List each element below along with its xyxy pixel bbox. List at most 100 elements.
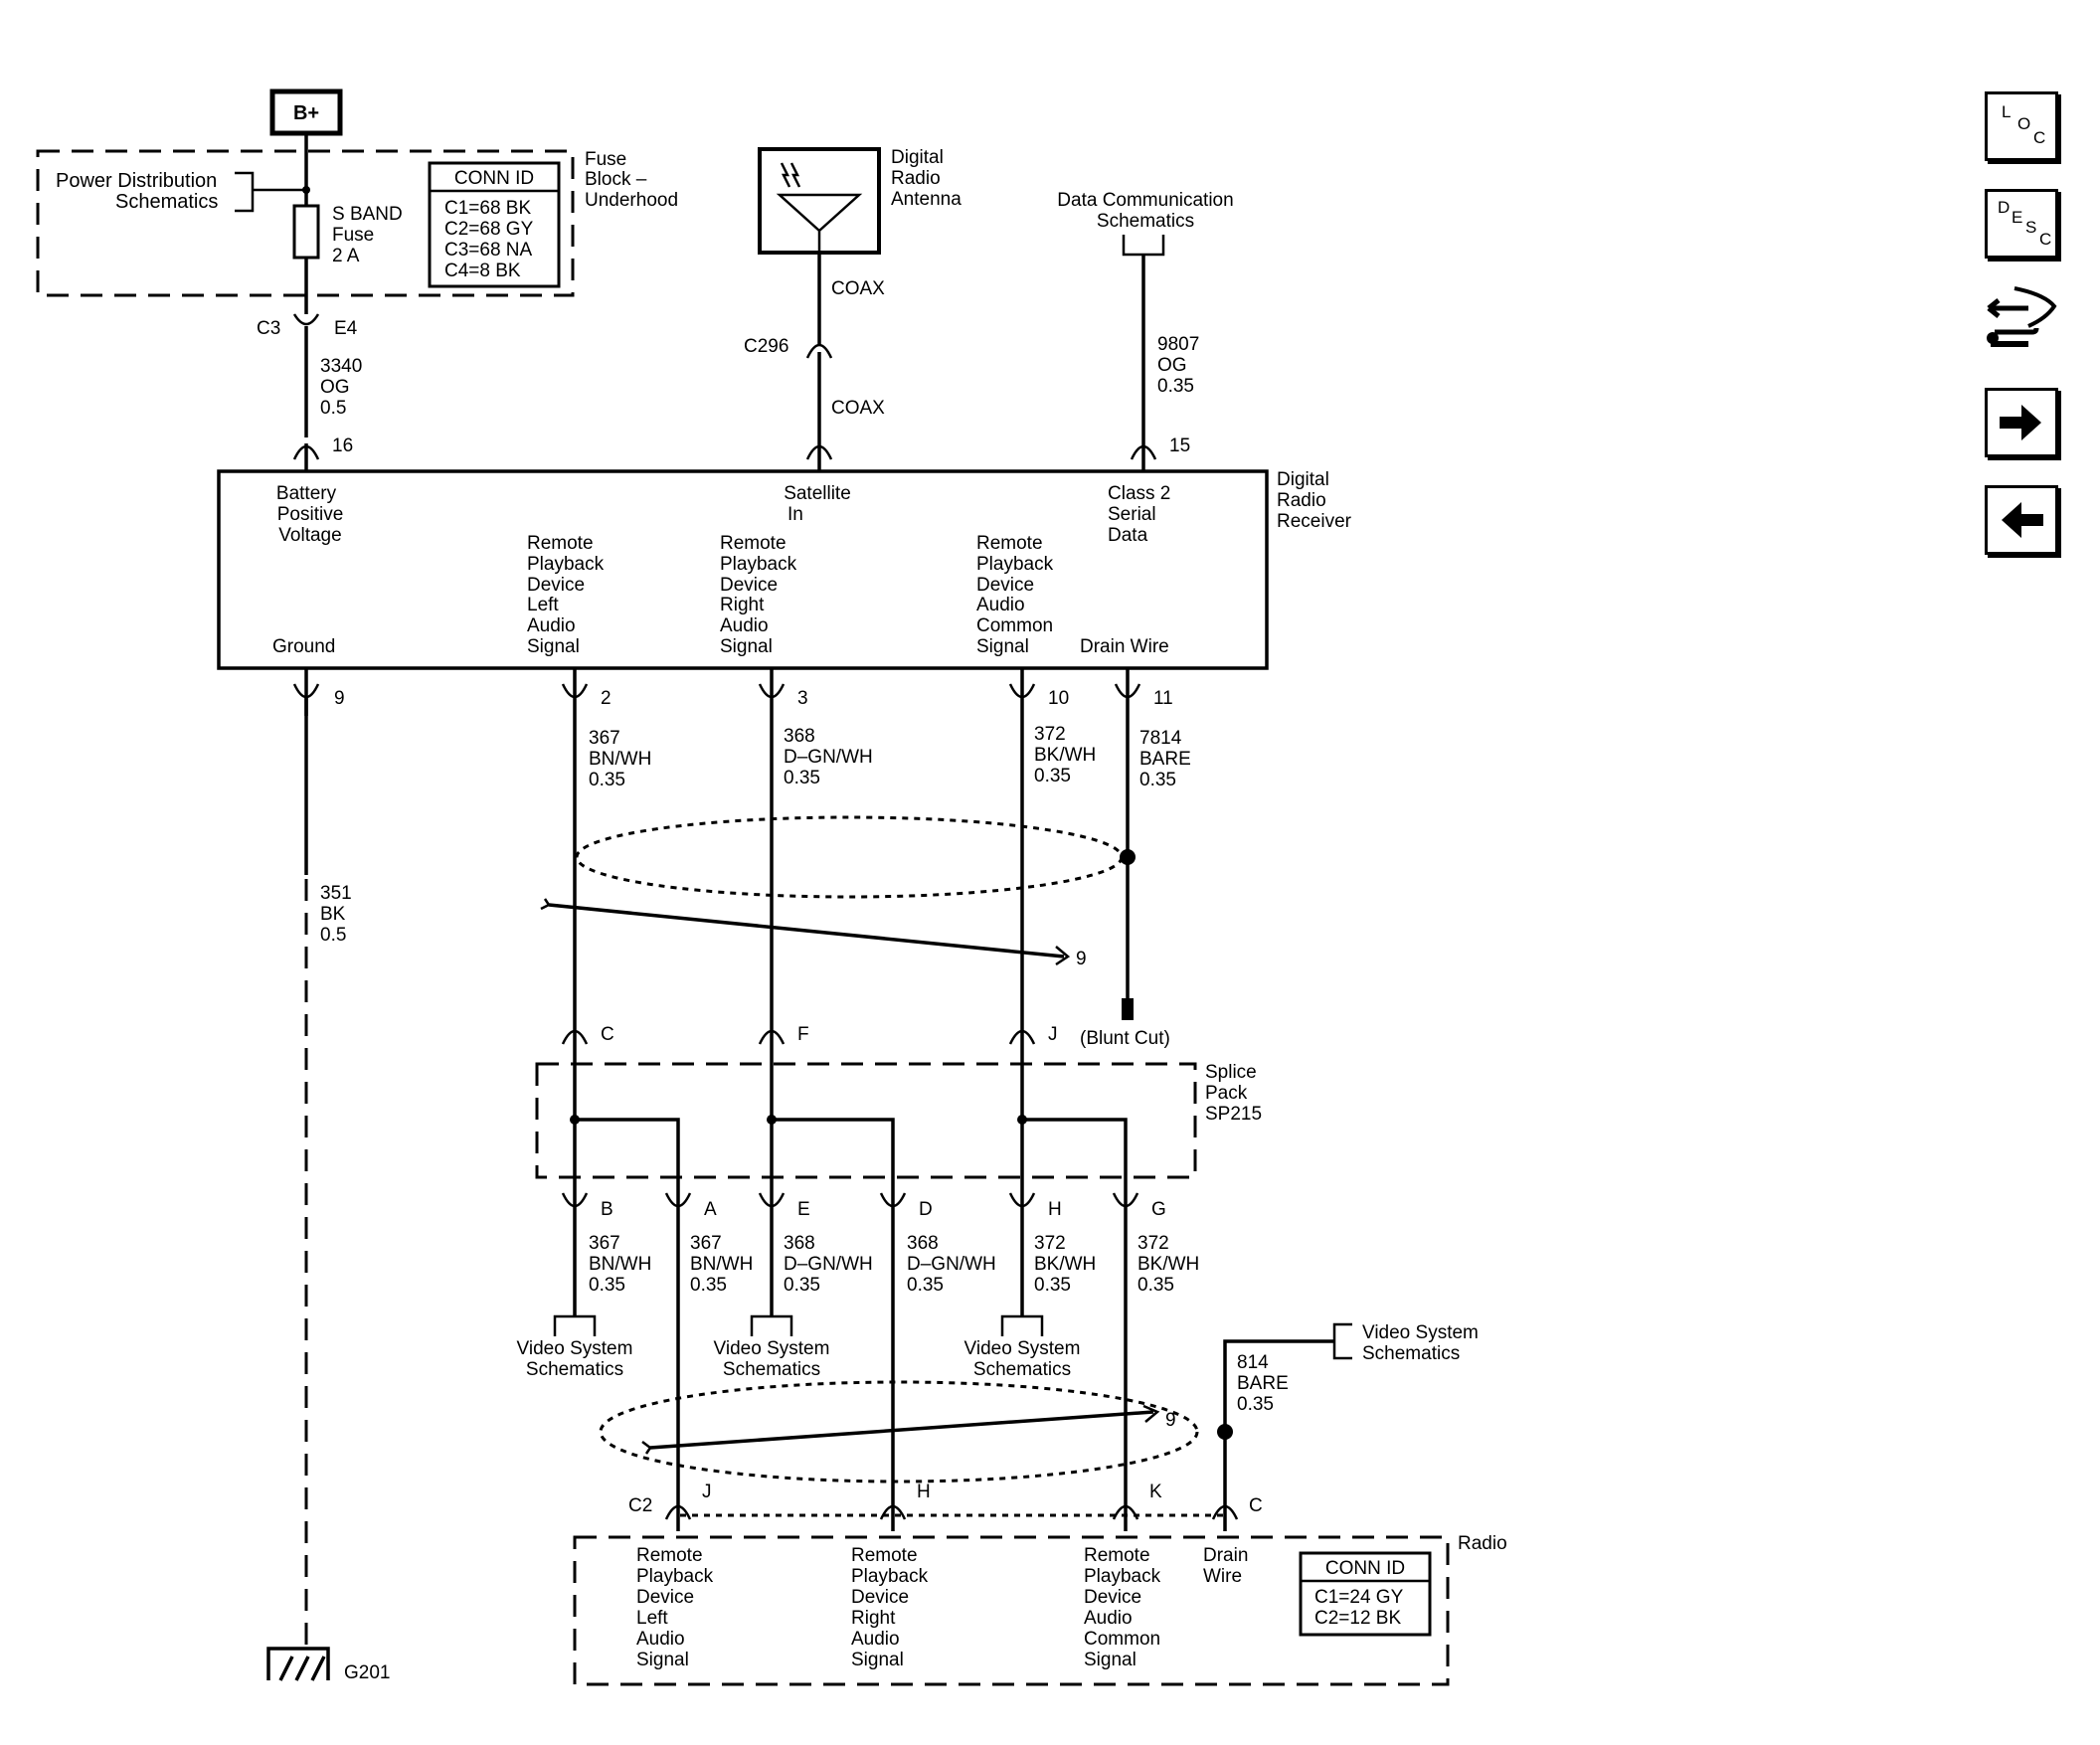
connector-view-button[interactable] <box>1985 284 2058 350</box>
pin-16: 16 <box>332 436 353 456</box>
pin-11: 11 <box>1153 688 1173 709</box>
sw-3-size: 0.35 <box>784 1275 820 1296</box>
coax-top: COAX <box>831 278 885 299</box>
fuse-conn-row: C2=68 GY <box>444 219 534 240</box>
radio-conn-row: C1=24 GY <box>1314 1587 1404 1608</box>
data-comm-label-1: Data Communication <box>1057 190 1233 211</box>
radio-rp-right-3: Device <box>851 1587 909 1608</box>
rp-left-1: Remote <box>527 533 594 554</box>
twist-ref-1: 9 <box>1076 949 1087 969</box>
locator-icon-c: C <box>2033 128 2046 147</box>
class2-label-1: Class 2 <box>1108 483 1170 504</box>
ground-wire-color: BK <box>320 904 346 925</box>
drain2-size: 0.35 <box>1237 1394 1274 1415</box>
sw-3-num: 368 <box>784 1233 815 1254</box>
radio-rp-left-3: Device <box>636 1587 694 1608</box>
rp-right-2: Playback <box>720 554 797 575</box>
radio-pin-c: C <box>1249 1495 1263 1516</box>
sw-2-size: 0.35 <box>690 1275 727 1296</box>
splice-pin-a: A <box>704 1199 717 1220</box>
rp-common-1: Remote <box>976 533 1043 554</box>
out-drain-num: 7814 <box>1139 728 1182 749</box>
rp-common-4: Audio <box>976 595 1025 615</box>
video-ref-3-b: Schematics <box>973 1359 1071 1380</box>
ground-ref: G201 <box>344 1662 390 1683</box>
fuse-conn-table <box>428 161 561 288</box>
ground-wire-num: 351 <box>320 883 352 904</box>
back-button[interactable] <box>1985 485 2058 555</box>
pin-3: 3 <box>797 688 808 709</box>
fuse-label-2: Fuse <box>332 225 374 246</box>
video-ref-right-a: Video System <box>1362 1322 1479 1343</box>
back-arrow-icon <box>2002 502 2043 538</box>
radio-conn-c2: C2 <box>628 1495 652 1516</box>
radio-rp-common-3: Device <box>1084 1587 1141 1608</box>
splice-pack-2: Pack <box>1205 1083 1248 1104</box>
blunt-cut-label: (Blunt Cut) <box>1080 1028 1170 1049</box>
antenna-label-2: Radio <box>891 168 941 189</box>
fuse-conn-row: C1=68 BK <box>444 198 531 219</box>
radio-rp-common-6: Signal <box>1084 1650 1137 1670</box>
fuse-conn-row: C4=8 BK <box>444 261 521 281</box>
drain-splice-dot <box>1120 849 1136 865</box>
battery-label-3: Voltage <box>278 525 341 546</box>
sw-2-num: 367 <box>690 1233 722 1254</box>
satellite-label-2: In <box>788 504 803 525</box>
b-plus-label: B+ <box>293 102 319 124</box>
out-right-size: 0.35 <box>784 768 820 788</box>
connector-view-icon <box>1987 286 2057 347</box>
battery-wire-size: 0.5 <box>320 398 346 419</box>
locator-button[interactable]: L O C <box>1985 91 2058 161</box>
splice-pin-g: G <box>1151 1199 1166 1220</box>
sw-5-color: BK/WH <box>1034 1254 1096 1275</box>
description-icon: D <box>1998 198 2011 217</box>
rp-left-4: Left <box>527 595 559 615</box>
power-ref-line2: Schematics <box>115 191 218 213</box>
pin-15: 15 <box>1169 436 1190 456</box>
rp-right-5: Audio <box>720 615 769 636</box>
twist-ref-2: 9 <box>1165 1410 1176 1431</box>
sw-1-num: 367 <box>589 1233 620 1254</box>
rp-right-1: Remote <box>720 533 787 554</box>
out-left-size: 0.35 <box>589 770 625 790</box>
rp-left-2: Playback <box>527 554 605 575</box>
conn-c296: C296 <box>744 336 788 357</box>
splice-pin-h: H <box>1048 1199 1062 1220</box>
radio-rp-left-6: Signal <box>636 1650 689 1670</box>
radio-drain-1: Drain <box>1203 1545 1248 1566</box>
out-common-color: BK/WH <box>1034 745 1096 766</box>
out-left-color: BN/WH <box>589 749 651 770</box>
drain2-splice-dot <box>1217 1424 1233 1440</box>
sw-1-color: BN/WH <box>589 1254 651 1275</box>
coax-bottom: COAX <box>831 398 885 419</box>
video-ref-2-a: Video System <box>714 1338 830 1359</box>
sw-4-color: D–GN/WH <box>907 1254 996 1275</box>
forward-button[interactable] <box>1985 388 2058 457</box>
out-drain-color: BARE <box>1139 749 1191 770</box>
radio-rp-right-6: Signal <box>851 1650 904 1670</box>
data-comm-label-2: Schematics <box>1097 211 1194 232</box>
satellite-label-1: Satellite <box>784 483 851 504</box>
battery-wire-color: OG <box>320 377 350 398</box>
receiver-name-3: Receiver <box>1277 511 1352 532</box>
fuse-conn-row: C3=68 NA <box>444 240 533 261</box>
power-ref-line1: Power Distribution <box>56 170 217 192</box>
data-comm-wire-size: 0.35 <box>1157 376 1194 397</box>
fuse-label-3: 2 A <box>332 246 360 266</box>
drain2-color: BARE <box>1237 1373 1289 1394</box>
radio-outline <box>573 1535 1450 1686</box>
antenna-label-3: Antenna <box>891 189 962 210</box>
radio-rp-right-2: Playback <box>851 1566 929 1587</box>
video-ref-3-a: Video System <box>964 1338 1081 1359</box>
description-button[interactable]: D E S C <box>1985 189 2058 259</box>
radio-pin-k: K <box>1149 1482 1162 1502</box>
rp-common-6: Signal <box>976 636 1029 657</box>
radio-rp-common-5: Common <box>1084 1629 1160 1650</box>
radio-rp-right-5: Audio <box>851 1629 900 1650</box>
locator-icon-o: O <box>2017 114 2031 133</box>
video-ref-1-b: Schematics <box>526 1359 623 1380</box>
radio-name: Radio <box>1458 1533 1507 1554</box>
fuse-block-label-3: Underhood <box>585 190 678 211</box>
drain2-num: 814 <box>1237 1352 1269 1373</box>
